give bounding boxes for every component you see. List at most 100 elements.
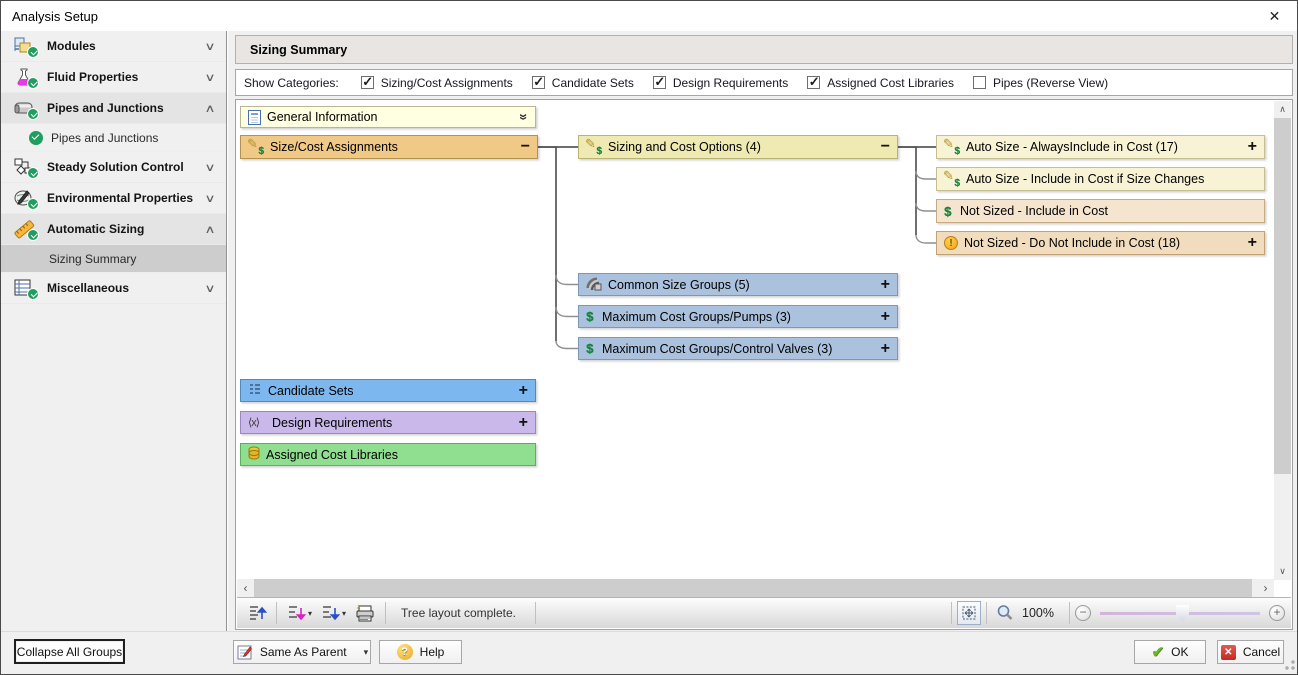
zoom-level: 100% (1022, 606, 1054, 620)
sizing-summary-tree: General Information » ✎$ Size/Cost Assig… (235, 99, 1293, 630)
checkbox-assigned-cost-libraries[interactable]: ✓ Assigned Cost Libraries (807, 74, 954, 90)
vertical-scrollbar-thumb[interactable] (1274, 118, 1291, 474)
sidebar-item-steady-solution-control[interactable]: Steady Solution Control ∨ (1, 152, 226, 183)
chevron-down-icon: ∨ (204, 71, 216, 84)
design-requirement-icon: ⟨x⟩ (248, 417, 260, 429)
resize-grip[interactable] (1285, 660, 1295, 670)
tree-node-general-information[interactable]: General Information » (240, 106, 536, 128)
check-badge-icon (27, 108, 39, 120)
sidebar-subitem-pipes-and-junctions[interactable]: Pipes and Junctions (1, 124, 226, 152)
globe-pencil-icon (13, 187, 39, 210)
footer-bar: Collapse All Groups Same As Parent ▾ ? H… (1, 631, 1297, 674)
zoom-in-button[interactable]: + (1269, 605, 1285, 621)
vertical-scrollbar[interactable]: ∧ ∨ (1274, 101, 1291, 580)
sidebar-item-environmental-properties[interactable]: Environmental Properties ∨ (1, 183, 226, 214)
pencil-dollar-icon: ✎$ (247, 136, 264, 157)
tree-node-auto-size-always-include[interactable]: ✎$ Auto Size - AlwaysInclude in Cost (17… (936, 135, 1265, 159)
chevron-down-icon: ∨ (204, 40, 216, 53)
collapse-order-button[interactable]: ▾ (316, 601, 350, 625)
expand-plus-icon[interactable]: + (880, 275, 890, 293)
collapse-minus-icon[interactable]: − (520, 138, 530, 155)
pencil-dollar-icon: ✎$ (585, 136, 602, 157)
close-icon[interactable]: ✕ (1268, 7, 1281, 24)
dropdown-caret-icon: ▾ (308, 608, 313, 618)
cancel-button[interactable]: ✕ Cancel (1217, 640, 1284, 664)
expand-plus-icon[interactable]: + (1247, 234, 1257, 251)
print-button[interactable] (350, 601, 380, 625)
zoom-controls: 100% − + (946, 601, 1285, 625)
checkbox-icon: ✓ (531, 74, 545, 89)
expand-plus-icon[interactable]: + (518, 381, 528, 399)
collapse-minus-icon[interactable]: − (880, 138, 890, 155)
tree-layout-button[interactable] (243, 601, 271, 625)
checkbox-design-requirements[interactable]: ✓ Design Requirements (652, 74, 789, 90)
scroll-right-icon[interactable]: › (1263, 581, 1268, 595)
tree-node-auto-size-if-changes[interactable]: ✎$ Auto Size - Include in Cost if Size C… (936, 167, 1265, 191)
ok-button[interactable]: ✔ OK (1134, 640, 1206, 664)
tree-toolbar: ▾ ▾ Tree layout complete. (237, 597, 1291, 628)
chevron-up-icon: ∧ (204, 223, 216, 236)
candidate-list-icon (248, 382, 262, 399)
sidebar-item-miscellaneous[interactable]: Miscellaneous ∨ (1, 273, 226, 304)
tree-node-max-cost-groups-control-valves[interactable]: $ Maximum Cost Groups/Control Valves (3)… (578, 337, 898, 360)
scroll-left-icon[interactable]: ‹ (243, 581, 248, 595)
checkbox-icon (972, 76, 986, 89)
panel-header: Sizing Summary (235, 35, 1293, 64)
checkbox-pipes-reverse-view[interactable]: Pipes (Reverse View) (972, 76, 1108, 90)
main-panel: Sizing Summary Show Categories: ✓ Sizing… (228, 31, 1297, 633)
chevron-down-icon: ∨ (204, 161, 216, 174)
tree-node-common-size-groups[interactable]: Common Size Groups (5) + (578, 273, 898, 296)
tree-node-max-cost-groups-pumps[interactable]: $ Maximum Cost Groups/Pumps (3) + (578, 305, 898, 328)
help-button[interactable]: ? Help (379, 640, 462, 664)
expand-plus-icon[interactable]: + (880, 339, 890, 357)
tree-node-size-cost-assignments[interactable]: ✎$ Size/Cost Assignments − (240, 135, 538, 159)
title-bar: Analysis Setup ✕ (1, 1, 1297, 31)
same-as-parent-dropdown[interactable]: Same As Parent ▾ (233, 640, 371, 664)
expand-order-button[interactable]: ▾ (282, 601, 316, 625)
pipe-stack-icon (586, 275, 602, 294)
expand-plus-icon[interactable]: + (518, 413, 528, 431)
tree-node-not-sized-include[interactable]: $ Not Sized - Include in Cost (936, 199, 1265, 223)
horizontal-scrollbar-thumb[interactable] (254, 579, 1252, 597)
dollar-icon: $ (944, 203, 952, 219)
checkbox-candidate-sets[interactable]: ✓ Candidate Sets (531, 74, 634, 90)
tree-node-candidate-sets[interactable]: Candidate Sets + (240, 379, 536, 402)
sidebar-item-fluid-properties[interactable]: Fluid Properties ∨ (1, 62, 226, 93)
sidebar-item-modules[interactable]: Modules ∨ (1, 31, 226, 62)
horizontal-scrollbar[interactable]: ‹ › (237, 579, 1274, 597)
window-title: Analysis Setup (12, 8, 98, 24)
sidebar-subitem-sizing-summary[interactable]: Sizing Summary (1, 245, 226, 273)
check-circle-icon (29, 130, 43, 145)
cost-library-icon (248, 446, 260, 463)
zoom-slider[interactable] (1100, 603, 1260, 623)
fit-to-window-button[interactable] (957, 601, 982, 625)
checkbox-sizing-cost-assignments[interactable]: ✓ Sizing/Cost Assignments (360, 74, 513, 90)
dollar-icon: $ (586, 341, 594, 356)
checkbox-icon: ✓ (652, 74, 666, 89)
red-x-icon: ✕ (1220, 644, 1236, 660)
chevron-down-icon: ∨ (204, 192, 216, 205)
dropdown-caret-icon: ▾ (342, 608, 347, 618)
tree-node-assigned-cost-libraries[interactable]: Assigned Cost Libraries (240, 443, 536, 466)
tree-node-sizing-and-cost-options[interactable]: ✎$ Sizing and Cost Options (4) − (578, 135, 898, 159)
tree-canvas: General Information » ✎$ Size/Cost Assig… (237, 101, 1274, 579)
scroll-up-icon[interactable]: ∧ (1279, 104, 1286, 114)
double-chevron-down-icon[interactable]: » (515, 113, 534, 121)
expand-plus-icon[interactable]: + (880, 307, 890, 325)
sidebar-item-pipes-and-junctions[interactable]: Pipes and Junctions ∧ (1, 93, 226, 124)
sidebar-item-automatic-sizing[interactable]: Automatic Sizing ∧ (1, 214, 226, 245)
ruler-icon (13, 218, 39, 241)
tree-node-not-sized-do-not-include[interactable]: ! Not Sized - Do Not Include in Cost (18… (936, 231, 1265, 255)
expand-plus-icon[interactable]: + (1247, 138, 1257, 155)
check-badge-icon (27, 198, 39, 210)
printer-icon (356, 604, 374, 622)
zoom-slider-thumb[interactable] (1176, 605, 1189, 622)
tree-node-design-requirements[interactable]: ⟨x⟩ Design Requirements + (240, 411, 536, 434)
tree-layout-icon (250, 606, 267, 620)
zoom-button[interactable] (992, 601, 1018, 625)
show-categories-label: Show Categories: (244, 75, 339, 90)
collapse-all-groups-button[interactable]: Collapse All Groups (15, 640, 124, 663)
zoom-out-button[interactable]: − (1075, 605, 1091, 621)
chevron-down-icon: ∨ (204, 282, 216, 295)
scroll-down-icon[interactable]: ∨ (1279, 566, 1286, 576)
